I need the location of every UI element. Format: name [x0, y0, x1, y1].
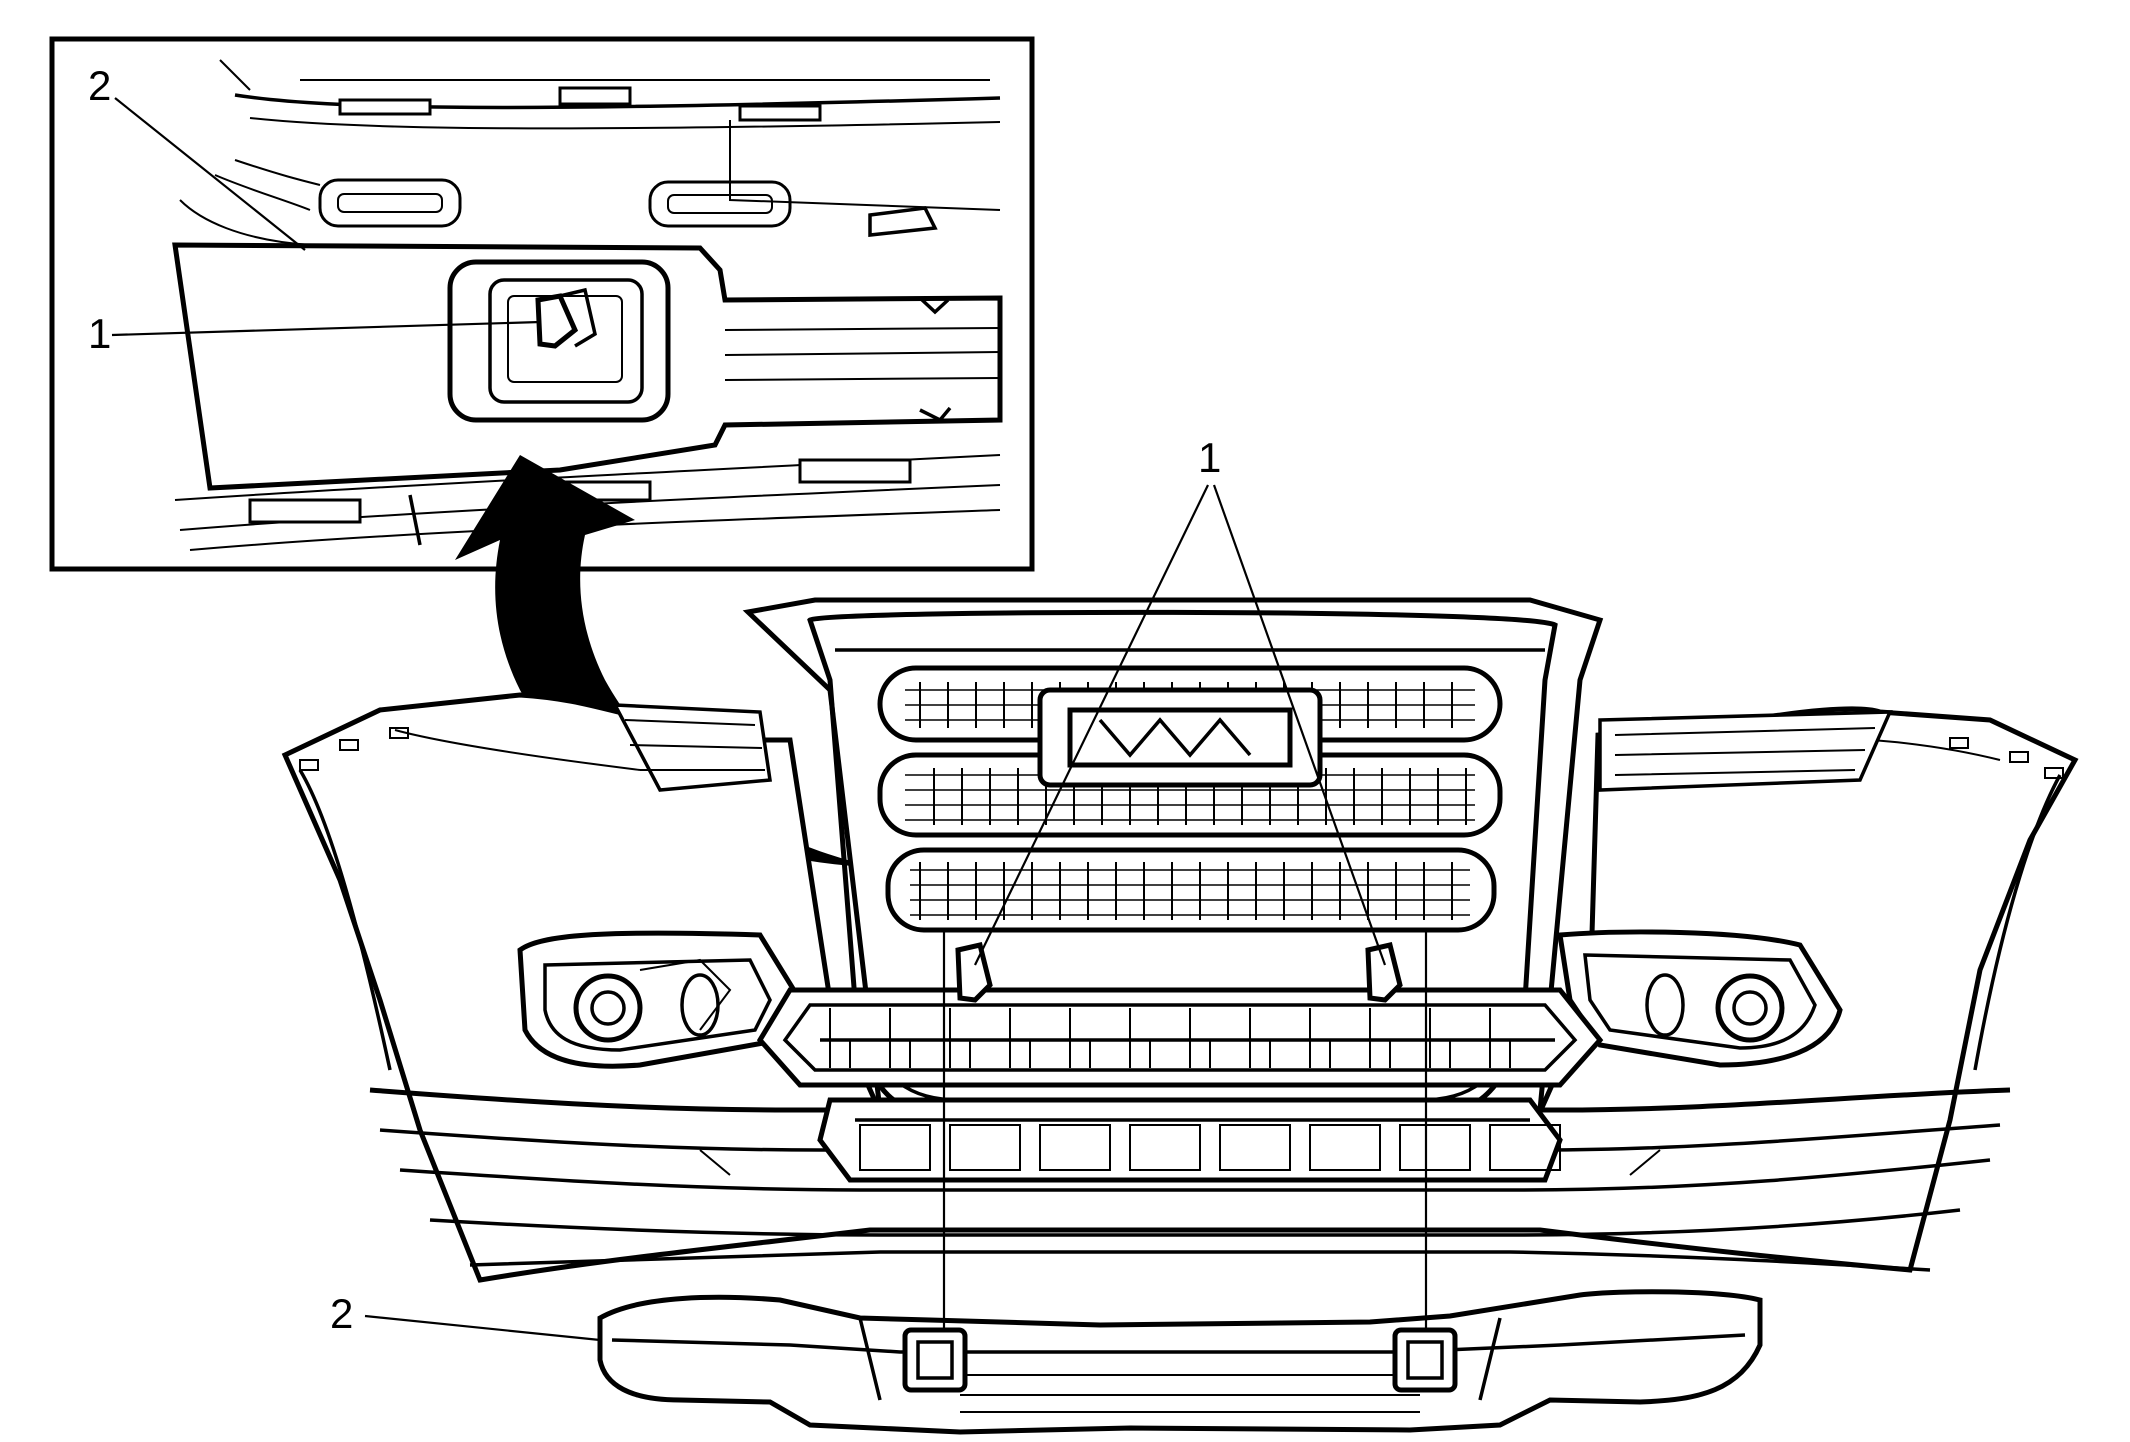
grille-bar-lower	[885, 847, 1497, 933]
main-leader-2	[364, 1314, 601, 1342]
inset-upper-slot-right	[648, 180, 792, 228]
inset-tab	[535, 293, 579, 349]
lower-bracket-clip-left	[902, 1327, 968, 1393]
inset-leader-1	[111, 320, 541, 337]
lower-bracket-clip-right	[1392, 1327, 1458, 1393]
inset-leader-2	[114, 97, 306, 251]
grille-emblem	[1037, 687, 1323, 788]
fog-lamp-left	[573, 973, 643, 1043]
main-callout-2: 2	[330, 1290, 353, 1337]
main-leader-1b	[1212, 484, 1387, 966]
main-callout-1: 1	[1198, 434, 1221, 481]
lower-bracket-body	[597, 1289, 1763, 1435]
inset-callout-1: 1	[88, 310, 111, 357]
lower-bracket	[597, 1289, 1763, 1435]
inset-bracket	[172, 242, 1003, 491]
fog-lamp-right-bezel	[1557, 929, 1843, 1068]
fog-lamp-left-bezel	[517, 930, 803, 1069]
inset-upper-slot-left	[318, 178, 462, 228]
fog-lamp-right	[1715, 973, 1785, 1043]
grille-tab-left	[955, 942, 993, 1003]
front-bumper	[281, 597, 2079, 1283]
grille-tab-right	[1365, 942, 1403, 1003]
curved-arrow-icon	[455, 455, 880, 868]
main-leader-1a	[974, 484, 1209, 966]
inset-callout-2: 2	[88, 62, 111, 109]
